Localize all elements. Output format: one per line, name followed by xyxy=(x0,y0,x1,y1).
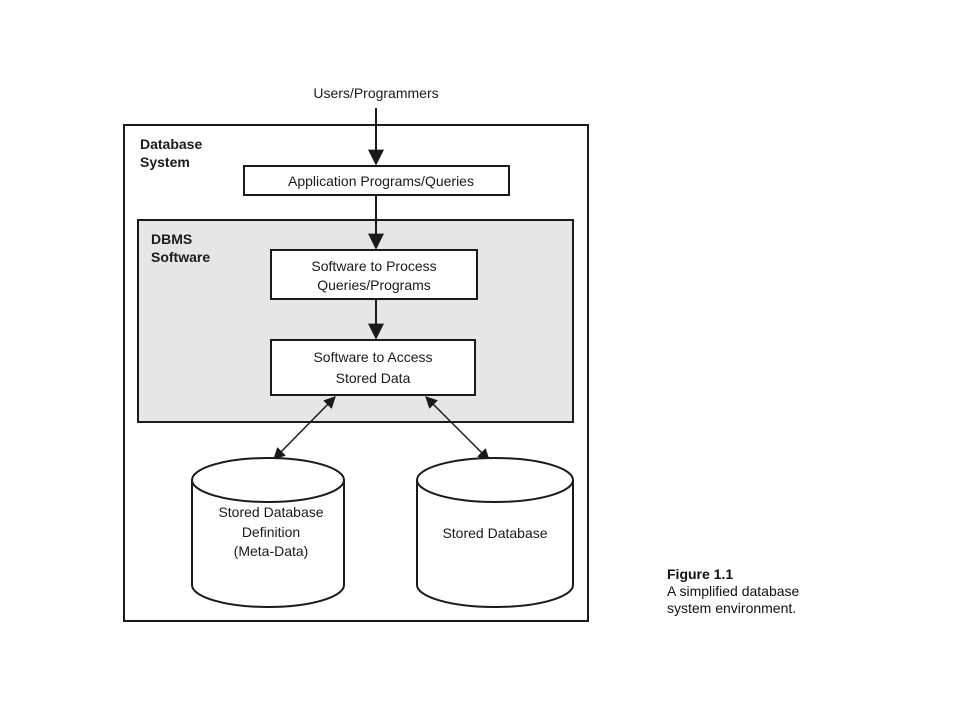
figure-caption: Figure 1.1 A simplified database system … xyxy=(667,566,887,617)
users-programmers-label: Users/Programmers xyxy=(313,85,438,101)
arrow-access-to-metadata xyxy=(273,396,336,460)
metadata-label-line2: Definition xyxy=(242,524,300,540)
application-programs-label: Application Programs/Queries xyxy=(288,173,474,189)
process-label-line2: Queries/Programs xyxy=(317,277,431,293)
access-label-line1: Software to Access xyxy=(313,349,432,365)
caption-line1: A simplified database xyxy=(667,583,800,599)
process-label-line1: Software to Process xyxy=(311,258,436,274)
access-label-line2: Stored Data xyxy=(336,370,411,386)
database-system-label-line2: System xyxy=(140,154,190,170)
database-cylinder xyxy=(416,457,574,608)
access-software-box xyxy=(270,339,476,396)
dbms-label-line2: Software xyxy=(151,249,210,265)
metadata-cylinder xyxy=(191,457,345,608)
arrow-access-to-database xyxy=(425,396,490,461)
dbms-label-line1: DBMS xyxy=(151,231,192,247)
process-software-box xyxy=(270,249,478,300)
metadata-label-line1: Stored Database xyxy=(218,504,323,520)
caption-line2: system environment. xyxy=(667,600,797,616)
database-system-label-line1: Database xyxy=(140,136,202,152)
figure-number: Figure 1.1 xyxy=(667,566,734,582)
metadata-label-line3: (Meta-Data) xyxy=(234,543,309,559)
database-label: Stored Database xyxy=(442,525,547,541)
application-programs-box xyxy=(243,165,510,196)
